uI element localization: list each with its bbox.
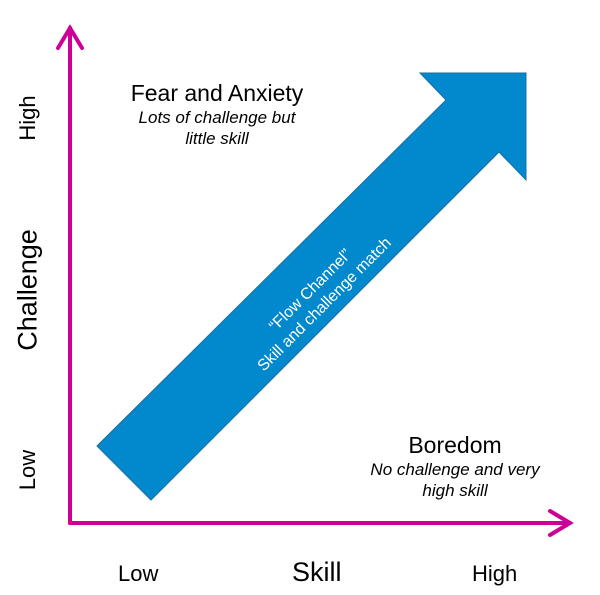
fear-desc-1: Lots of challenge but <box>138 108 296 127</box>
x-axis-low-label: Low <box>118 561 159 586</box>
boredom-desc-1: No challenge and very <box>370 460 540 479</box>
x-axis-title: Skill <box>292 557 342 587</box>
boredom-desc-2: high skill <box>422 481 488 500</box>
x-axis-high-label: High <box>472 561 518 586</box>
x-axis <box>68 509 574 537</box>
boredom-title: Boredom <box>408 432 502 458</box>
fear-desc-2: little skill <box>185 129 249 148</box>
y-axis-title: Challenge <box>12 229 43 351</box>
boredom-region: Boredom No challenge and very high skill <box>370 432 539 501</box>
fear-title: Fear and Anxiety <box>130 80 304 106</box>
y-axis-low-label: Low <box>15 449 40 491</box>
y-axis <box>56 24 84 525</box>
flow-channel-arrow <box>96 72 527 501</box>
fear-anxiety-region: Fear and Anxiety Lots of challenge but l… <box>131 80 304 149</box>
y-axis-high-label: High <box>15 95 40 141</box>
